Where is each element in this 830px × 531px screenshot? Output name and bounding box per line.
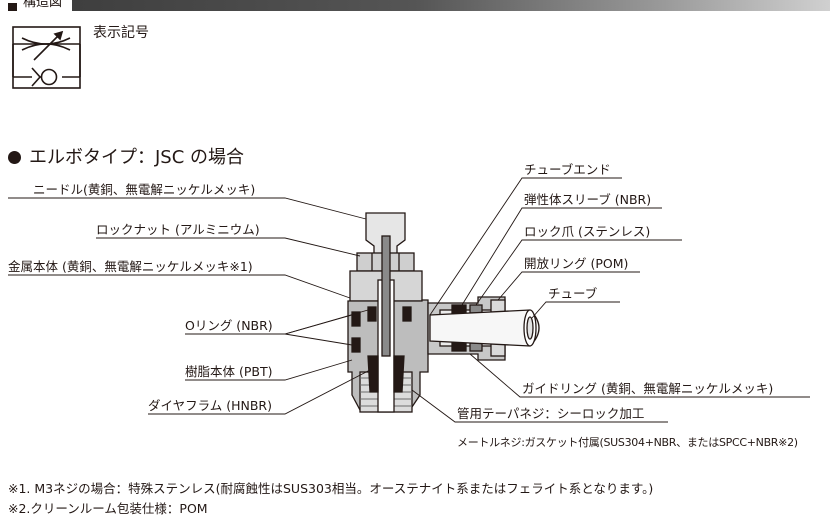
header-square-icon [8, 3, 17, 11]
label-diaphragm: ダイヤフラム (HNBR) [148, 398, 272, 413]
bullet-icon [8, 151, 21, 164]
label-needle: ニードル(黄銅、無電解ニッケルメッキ) [33, 182, 256, 197]
label-guide-ring: ガイドリング (黄銅、無電解ニッケルメッキ) [522, 381, 774, 396]
label-tube: チューブ [548, 286, 598, 301]
header-label: 構造図 [0, 0, 73, 11]
leader-lines [8, 177, 810, 423]
note-1: ※1. M3ネジの場合：特殊ステンレス(耐腐蝕性はSUS303相当。オーステナイ… [8, 481, 654, 496]
label-o-ring: Oリング (NBR) [185, 318, 273, 333]
section-title-text: エルボタイプ：JSC の場合 [29, 147, 245, 168]
label-elastic-sleeve: 弾性体スリーブ (NBR) [524, 192, 652, 207]
note-2: ※2.クリーンルーム包装仕様：POM [8, 501, 208, 516]
label-lock-nut: ロックナット (アルミニウム) [96, 222, 260, 237]
symbol-title: 表示記号 [93, 25, 149, 41]
flow-control-symbol-icon [12, 26, 81, 89]
label-resin-body: 樹脂本体 (PBT) [185, 364, 273, 379]
label-metric-thread: メートルネジ:ガスケット付属(SUS304+NBR、またはSPCC+NBR※2) [457, 436, 798, 449]
label-lock-claw: ロック爪 (ステンレス) [524, 224, 651, 239]
section-title: エルボタイプ：JSC の場合 [8, 143, 244, 169]
label-metal-body: 金属本体 (黄銅、無電解ニッケルメッキ※1) [8, 259, 253, 274]
label-pipe-thread: 管用テーパネジ：シーロック加工 [457, 406, 645, 421]
label-release-ring: 開放リング (POM) [524, 256, 629, 271]
header-title: 構造図 [23, 0, 63, 10]
fitting-cross-section [347, 212, 540, 413]
header-bar [0, 0, 830, 11]
label-tube-end: チューブエンド [524, 162, 611, 177]
